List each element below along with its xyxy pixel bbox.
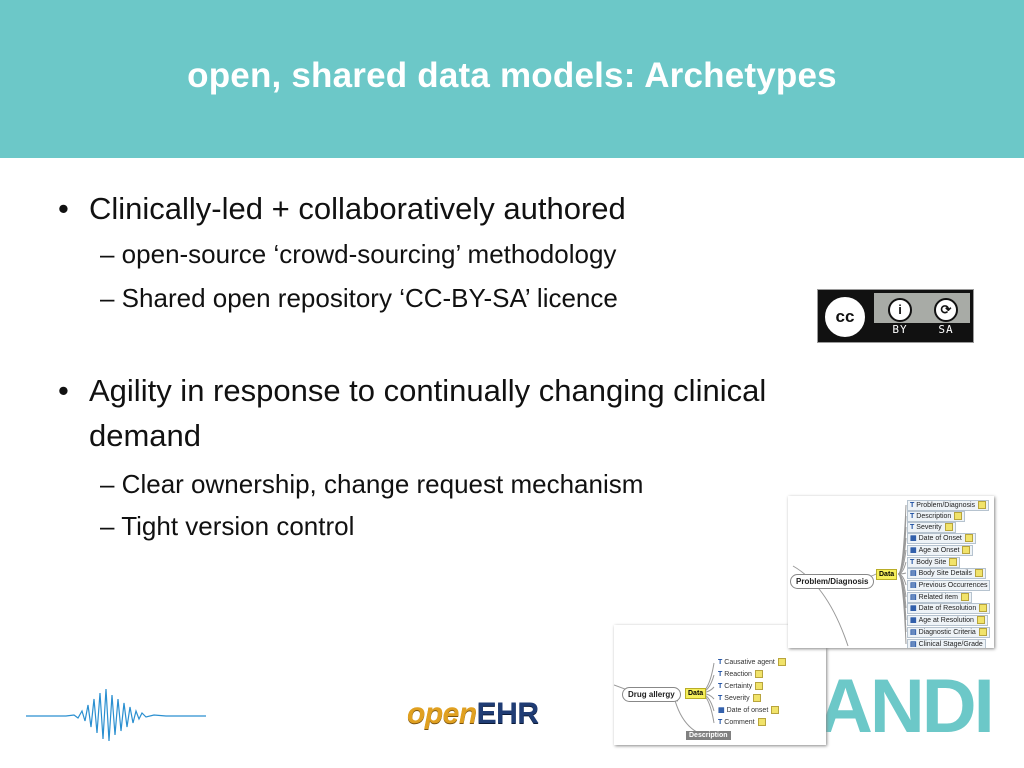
drug-allergy-root: Drug allergy [622,687,681,702]
sa-label: SA [938,323,954,336]
drug-allergy-data-node: Data [685,688,707,699]
problem-diagnosis-root: Problem/Diagnosis [790,574,875,589]
share-alike-icon: ⟳ [934,298,958,322]
mindmap-item: ▤Diagnostic Criteria [907,627,990,638]
mindmap-item: ▦Age at Resolution [907,615,988,626]
sub-bullet-2-1: – Clear ownership, change request mechan… [100,469,644,499]
mindmap-item: ▤Previous Occurrences [907,580,991,591]
problem-diagnosis-data-node: Data [876,569,898,580]
sub-bullet-2-2: – Tight version control [100,511,355,541]
openehr-logo-ehr: EHR [476,697,539,730]
bullet-2-line-1: Agility in response to continually chang… [89,373,767,408]
by-label: BY [892,323,908,336]
mindmap-item: ▦Date of onset [718,706,780,715]
bullet-dot-icon: • [58,191,69,226]
description-node: Description [686,731,731,740]
cc-by-sa-license-badge: cc i ⟳ BY SA [817,289,974,343]
creative-commons-icon: cc [822,294,868,340]
cc-label-bar [874,323,970,339]
slide-title: open, shared data models: Archetypes [187,56,837,95]
attribution-icon: i [888,298,912,322]
andi-logo: ANDI [818,664,995,749]
mindmap-item: ▦Age at Onset [907,545,974,556]
openehr-logo: openEHR [407,697,539,731]
sub-bullet-1-2: – Shared open repository ‘CC-BY-SA’ lice… [100,283,618,313]
waveform-logo [26,688,206,742]
mindmap-item: ▦Date of Resolution [907,603,991,614]
cc-badge-right-panel: i ⟳ BY SA [874,293,970,339]
bullet-2-line-2: demand [89,418,202,453]
bullet-1-text: Clinically-led + collaboratively authore… [89,191,626,226]
bullet-dot-icon: • [58,373,69,408]
mindmap-item: ▤Body Site Details [907,568,986,579]
title-banner [0,0,1024,158]
mindmap-item: ▤Related item [907,592,972,603]
openehr-logo-open: open [407,697,477,730]
mindmap-item: ▤Clinical Stage/Grade [907,639,986,648]
mindmap-item: ▦Date of Onset [907,533,976,544]
sub-bullet-1-1: – open-source ‘crowd-sourcing’ methodolo… [100,239,617,269]
